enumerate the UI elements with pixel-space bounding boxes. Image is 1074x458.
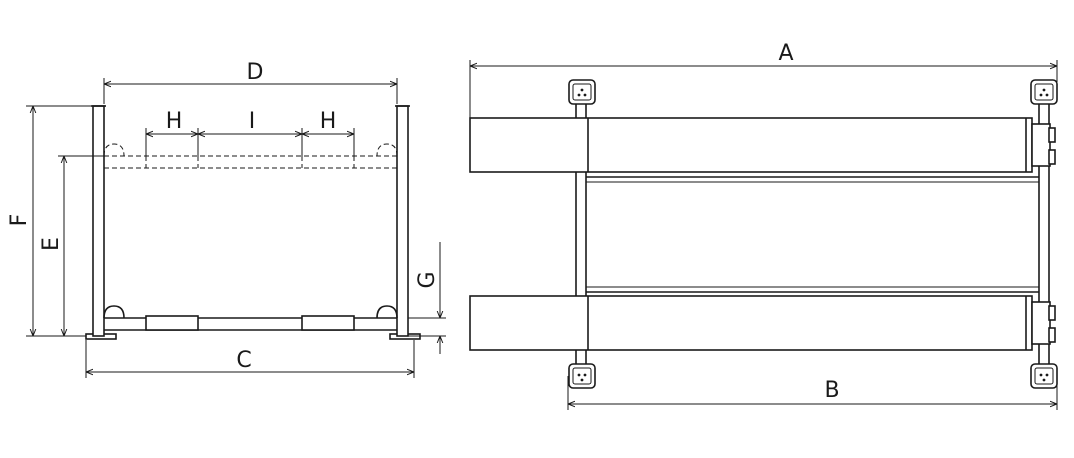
right-column xyxy=(396,105,409,337)
post-top-left xyxy=(568,79,596,105)
left-runway-block xyxy=(145,315,199,331)
right-lower-bracket xyxy=(376,305,398,319)
post-bottom-left xyxy=(568,363,596,389)
post-bottom-right xyxy=(1030,363,1058,389)
left-raised-bracket xyxy=(103,143,125,157)
front-view: D H I H F E G C xyxy=(7,60,446,378)
upper-runway-stop-2 xyxy=(1048,149,1056,165)
label-c: C xyxy=(236,348,251,373)
left-lower-bracket xyxy=(103,305,125,319)
upper-runway-end-cap xyxy=(1031,123,1051,167)
left-column xyxy=(92,105,105,337)
runway-upper xyxy=(469,117,1033,173)
upper-runway-stop-1 xyxy=(1048,127,1056,143)
runway-lower xyxy=(469,295,1033,351)
label-f: F xyxy=(7,214,32,227)
lower-runway-stop-2 xyxy=(1048,327,1056,343)
label-a: A xyxy=(778,41,793,66)
label-h-right: H xyxy=(320,109,337,134)
right-runway-block xyxy=(301,315,355,331)
top-view: A B xyxy=(469,41,1058,410)
lower-runway-stop-1 xyxy=(1048,305,1056,321)
post-top-right xyxy=(1030,79,1058,105)
label-b: B xyxy=(824,378,839,403)
label-e: E xyxy=(39,237,64,251)
label-g: G xyxy=(415,271,440,288)
lower-runway-end-cap xyxy=(1031,301,1051,345)
label-i: I xyxy=(249,109,256,134)
label-h-left: H xyxy=(166,109,183,134)
label-d: D xyxy=(247,60,264,85)
right-raised-bracket xyxy=(376,143,398,157)
